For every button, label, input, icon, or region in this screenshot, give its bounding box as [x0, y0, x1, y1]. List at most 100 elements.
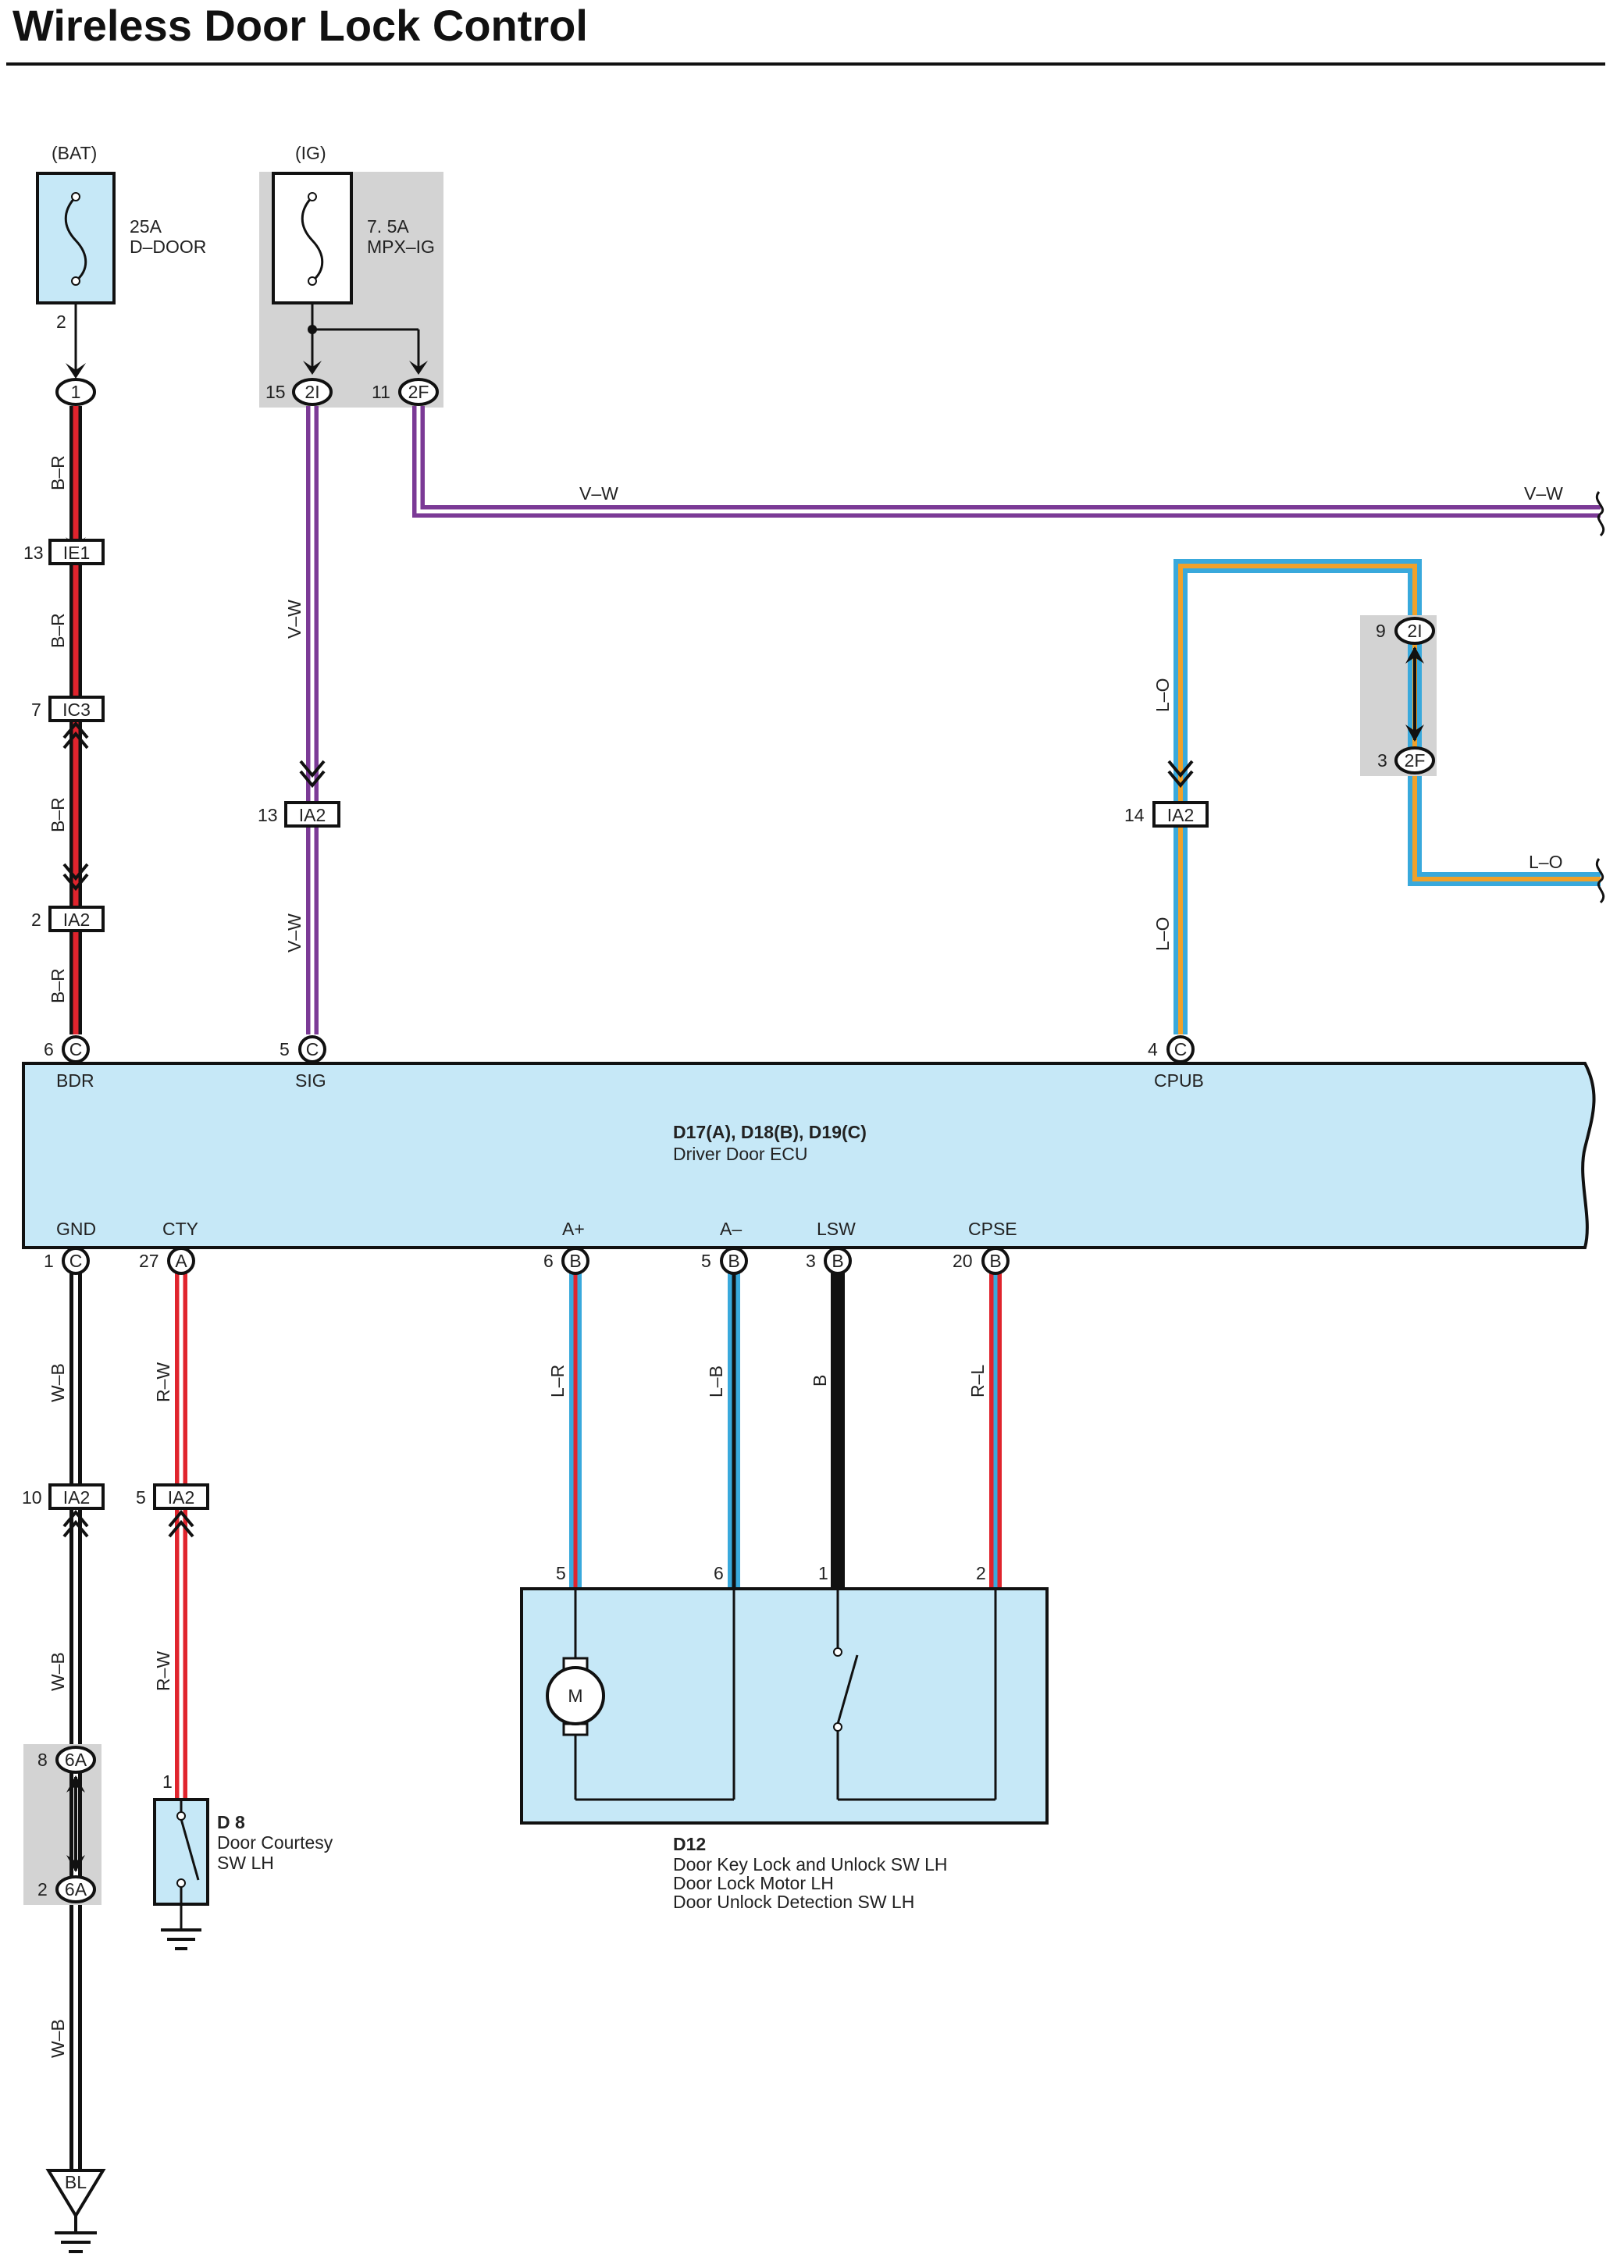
svg-text:2F: 2F — [1405, 750, 1426, 771]
svg-text:IA2: IA2 — [63, 910, 91, 930]
svg-text:3: 3 — [1377, 750, 1387, 771]
svg-text:3: 3 — [806, 1251, 816, 1271]
svg-text:6: 6 — [543, 1251, 554, 1271]
wire-label-v-w-2: V–W — [284, 913, 304, 952]
svg-text:A: A — [175, 1251, 187, 1271]
svg-text:CPUB: CPUB — [1154, 1070, 1204, 1091]
d12-pin-5: 5 — [556, 1563, 566, 1583]
connector-ia2-10: IA2 10 — [22, 1483, 105, 1538]
svg-text:B: B — [728, 1251, 739, 1271]
svg-text:20: 20 — [953, 1251, 973, 1271]
fuse-mpx-rating: 7. 5A — [367, 216, 409, 237]
svg-text:11: 11 — [372, 382, 390, 402]
wire-label-l-b: L–B — [706, 1365, 726, 1397]
fuse-ddoor-symbol — [64, 195, 87, 283]
svg-text:IA2: IA2 — [63, 1487, 91, 1508]
wire-label-r-w-2: R–W — [153, 1651, 173, 1691]
svg-text:C: C — [1174, 1039, 1188, 1059]
d12-pin-6: 6 — [714, 1563, 724, 1583]
ecu-label-cpse: CPSE — [968, 1219, 1017, 1239]
connector-2i-15: 2I 15 — [265, 378, 333, 406]
svg-text:9: 9 — [1376, 621, 1386, 641]
ecu-terminal-a-plus: B 6 — [543, 1247, 589, 1275]
d12-code: D12 — [673, 1834, 706, 1854]
splice-6a — [23, 1744, 102, 1905]
wire-label-b-r-2: B–R — [48, 613, 68, 648]
ecu-label-lsw: LSW — [817, 1219, 856, 1239]
svg-text:5: 5 — [136, 1487, 146, 1508]
d12-pin-2: 2 — [976, 1563, 986, 1583]
svg-text:1: 1 — [162, 1771, 173, 1792]
fuse-mpx-name: MPX–IG — [367, 237, 435, 257]
ecu-terminal-cpse: B 20 — [953, 1247, 1010, 1275]
svg-text:5: 5 — [701, 1251, 711, 1271]
svg-text:B: B — [569, 1251, 581, 1271]
d12-line-2: Door Lock Motor LH — [673, 1873, 834, 1893]
svg-text:SIG: SIG — [295, 1070, 326, 1091]
wire-label-l-o-1: L–O — [1152, 678, 1173, 712]
ecu-terminal-gnd: C 1 — [44, 1247, 90, 1275]
d12-internal-wiring — [574, 1589, 997, 1801]
ecu-terminal-a-minus: B 5 — [701, 1247, 748, 1275]
wire-label-l-r: L–R — [547, 1365, 568, 1397]
ecu-label-cty: CTY — [162, 1219, 198, 1239]
d8-door-courtesy-switch: 1 — [153, 1771, 209, 1950]
svg-text:2I: 2I — [304, 382, 319, 402]
ecu-body — [22, 1062, 1596, 1249]
connector-2f-11: 2F 11 — [372, 378, 439, 406]
svg-text:6A: 6A — [65, 1750, 87, 1770]
wire-label-r-l: R–L — [967, 1365, 988, 1397]
connector-2f-3: 2F 3 — [1377, 746, 1435, 774]
wire-label-b-r-1: B–R — [48, 455, 68, 490]
svg-text:IA2: IA2 — [168, 1487, 195, 1508]
wire-label-l-o-2: L–O — [1152, 917, 1173, 951]
svg-text:IA2: IA2 — [299, 805, 326, 825]
svg-text:14: 14 — [1124, 805, 1145, 825]
ecu-terminal-sig: C 5 SIG — [280, 1035, 326, 1091]
svg-text:8: 8 — [37, 1750, 48, 1770]
ecu-terminal-lsw: B 3 — [806, 1247, 852, 1275]
d12-motor-icon: M — [546, 1657, 605, 1736]
svg-text:2F: 2F — [408, 382, 429, 402]
ecu-label-gnd: GND — [56, 1219, 96, 1239]
ecu-name: Driver Door ECU — [673, 1144, 808, 1164]
svg-text:15: 15 — [265, 382, 286, 402]
wire-l-o — [1173, 559, 1605, 1034]
wire-label-r-w-1: R–W — [153, 1362, 173, 1402]
connector-ie1: IE1 13 — [23, 537, 105, 565]
wire-label-b: B — [810, 1375, 830, 1387]
svg-text:6A: 6A — [65, 1879, 87, 1899]
d12-box — [520, 1587, 1049, 1825]
connector-ia2-14: IA2 14 — [1124, 760, 1209, 828]
wire-label-v-w-1: V–W — [284, 600, 304, 639]
svg-text:13: 13 — [258, 805, 278, 825]
svg-text:IC3: IC3 — [62, 700, 91, 720]
svg-text:M: M — [568, 1686, 582, 1706]
d8-line-2: SW LH — [217, 1853, 274, 1873]
svg-text:6: 6 — [44, 1039, 54, 1059]
connector-1: 1 — [55, 378, 96, 406]
svg-text:5: 5 — [280, 1039, 290, 1059]
svg-text:2I: 2I — [1407, 621, 1422, 641]
svg-text:IA2: IA2 — [1167, 805, 1195, 825]
d12-line-1: Door Key Lock and Unlock SW LH — [673, 1854, 948, 1875]
ecu-label-a-minus: A– — [720, 1219, 742, 1239]
wire-label-v-w-4: V–W — [1524, 483, 1563, 504]
ecu-codes: D17(A), D18(B), D19(C) — [673, 1122, 867, 1142]
connector-6a-2: 6A 2 — [37, 1875, 96, 1903]
svg-text:C: C — [69, 1039, 83, 1059]
wire-label-b-r-3: B–R — [48, 797, 68, 832]
svg-text:C: C — [306, 1039, 319, 1059]
svg-text:2: 2 — [31, 910, 41, 930]
ground-bl: BL — [45, 2169, 106, 2253]
svg-text:27: 27 — [139, 1251, 159, 1271]
svg-text:B: B — [832, 1251, 843, 1271]
wire-label-b-r-4: B–R — [48, 968, 68, 1003]
svg-text:C: C — [69, 1251, 83, 1271]
ecu-terminal-bdr: C 6 BDR — [44, 1035, 94, 1091]
ecu-terminal-cpub: C 4 CPUB — [1148, 1035, 1204, 1091]
svg-text:10: 10 — [22, 1487, 42, 1508]
connector-ia2-2: IA2 2 — [31, 863, 105, 932]
svg-text:BDR: BDR — [56, 1070, 94, 1091]
